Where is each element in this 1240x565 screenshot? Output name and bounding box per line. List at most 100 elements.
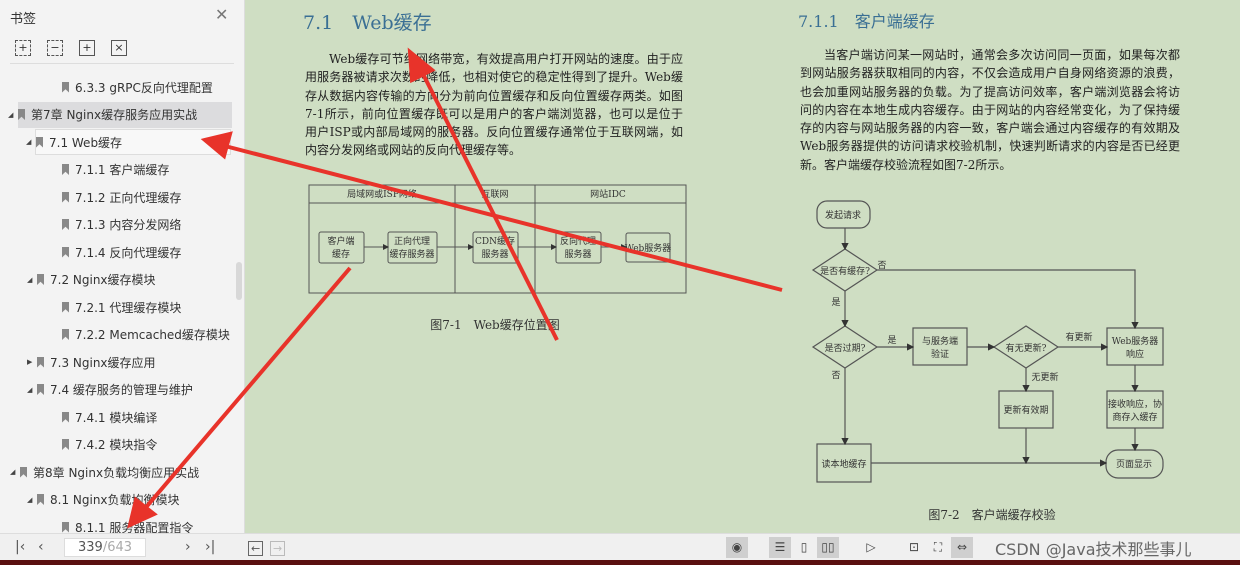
close-icon[interactable]: ✕ xyxy=(215,5,229,24)
bookmark-panel: 书签 ✕ + − + × 6.3.3 gRPC反向代理配置 ◢ 第7章 Nginx缓… xyxy=(0,0,245,535)
figure-caption: 图7-1 Web缓存位置图 xyxy=(430,317,559,332)
flow-label: 是 xyxy=(831,297,840,308)
bookmark-item[interactable]: ◢7.2 Nginx缓存模块 xyxy=(0,267,156,293)
bookmark-panel-title: 书签 xyxy=(10,12,37,27)
expand-toggle-icon[interactable]: ◢ xyxy=(27,385,33,394)
node-label: 正向代理 xyxy=(394,235,430,247)
bookmark-icon xyxy=(37,384,44,395)
bookmark-icon xyxy=(62,81,69,93)
expand-toggle-icon[interactable]: ▶ xyxy=(27,358,33,366)
bookmark-label: 7.1.3 内容分发网络 xyxy=(75,218,182,232)
bookmark-item[interactable]: ◢7.1 Web缓存 xyxy=(26,129,231,155)
bookmark-icon xyxy=(62,411,69,423)
bookmark-label: 6.3.3 gRPC反向代理配置 xyxy=(75,80,213,95)
bookmark-item[interactable]: ◢第8章 Nginx负载均衡应用实战 xyxy=(0,459,199,485)
double-page-icon[interactable]: ▯▯ xyxy=(817,537,839,558)
scrollbar[interactable] xyxy=(236,262,242,300)
taskbar-strip xyxy=(0,560,1240,565)
bookmark-label: 7.2.2 Memcached缓存模块 xyxy=(75,328,230,342)
bookmark-icon xyxy=(37,274,44,285)
prev-page-button[interactable]: ‹ xyxy=(38,539,44,555)
bookmark-icon xyxy=(18,109,25,120)
zone-label: 局域网或ISP网络 xyxy=(347,188,417,200)
watermark: CSDN @Java技术那些事儿 xyxy=(995,540,1192,559)
single-page-icon[interactable]: ▯ xyxy=(800,540,808,554)
bookmark-icon xyxy=(36,136,43,148)
bookmark-icon xyxy=(62,329,69,340)
current-page: 339 xyxy=(77,540,103,555)
remove-bookmark-icon[interactable]: × xyxy=(111,40,127,56)
bookmark-icon xyxy=(62,219,69,230)
expand-toggle-icon[interactable]: ◢ xyxy=(27,275,33,284)
node-label: 服务器 xyxy=(564,248,591,260)
divider xyxy=(10,63,234,64)
flow-label: 否 xyxy=(877,260,886,271)
next-page-button[interactable]: › xyxy=(185,539,191,555)
bookmark-item[interactable]: 7.1.4 反向代理缓存 xyxy=(0,239,181,265)
flow-label: 无更新 xyxy=(1031,371,1058,383)
expand-toggle-icon[interactable]: ◢ xyxy=(10,468,16,476)
node-label: CDN缓存 xyxy=(475,235,515,247)
bookmark-item[interactable]: ◢ 8.1 Nginx负载均衡模块 xyxy=(0,487,180,513)
first-page-button[interactable]: |‹ xyxy=(15,539,26,555)
expand-all-icon[interactable]: + xyxy=(15,40,31,56)
back-button[interactable]: ← xyxy=(248,541,264,556)
bookmark-item[interactable]: 7.4.1 模块编译 xyxy=(0,404,157,430)
bookmark-label: 8.1 Nginx负载均衡模块 xyxy=(50,493,180,507)
last-page-button[interactable]: ›| xyxy=(205,539,216,555)
flow-node: 商存入缓存 xyxy=(1112,411,1157,423)
bookmark-icon xyxy=(37,494,44,505)
bookmark-item[interactable]: 7.1.1 客户端缓存 xyxy=(0,157,169,183)
bookmark-toolbar: + − + × xyxy=(15,40,127,56)
bookmark-icon xyxy=(62,521,69,533)
bookmark-label: 7.4.2 模块指令 xyxy=(75,438,158,452)
node-label: 反向代理 xyxy=(560,235,596,247)
actual-size-icon[interactable]: ⊡ xyxy=(908,540,920,554)
node-label: Web服务器 xyxy=(625,242,672,254)
node-label: 服务器 xyxy=(481,248,508,260)
continuous-page-icon[interactable]: ☰ xyxy=(769,537,791,558)
bookmark-item[interactable]: 7.4.2 模块指令 xyxy=(0,432,157,458)
flow-node: 是否过期? xyxy=(825,342,866,354)
fit-page-icon[interactable]: ⛶ xyxy=(933,540,943,554)
node-label: 客户端 xyxy=(327,235,354,247)
page-number-input[interactable]: 339/643 xyxy=(64,538,146,557)
add-bookmark-icon[interactable]: + xyxy=(79,40,95,56)
expand-toggle-icon[interactable]: ◢ xyxy=(26,138,32,146)
flow-label: 是 xyxy=(887,335,896,346)
bookmark-label: 7.4 缓存服务的管理与维护 xyxy=(50,383,193,397)
total-pages: /643 xyxy=(102,540,133,555)
paragraph-client-cache: 当客户端访问某一网站时，通常会多次访问同一页面，如果每次都到网站服务器获取相同的… xyxy=(800,48,1180,172)
bookmark-item[interactable]: 6.3.3 gRPC反向代理配置 xyxy=(0,74,213,100)
flow-node: 读本地缓存 xyxy=(821,458,866,470)
bookmark-item[interactable]: ▶ 7.3 Nginx缓存应用 xyxy=(0,349,156,375)
expand-toggle-icon[interactable]: ◢ xyxy=(27,495,33,504)
play-icon[interactable]: ▷ xyxy=(866,540,876,554)
bookmark-item[interactable]: 7.2.1 代理缓存模块 xyxy=(0,294,181,320)
bookmark-item[interactable]: ◢ 7.4 缓存服务的管理与维护 xyxy=(0,377,193,403)
collapse-all-icon[interactable]: − xyxy=(47,40,63,56)
bookmark-icon xyxy=(20,466,27,478)
zone-label: 互联网 xyxy=(481,189,508,200)
eye-protect-icon[interactable]: ◉ xyxy=(726,537,748,558)
flow-label: 有更新 xyxy=(1065,331,1092,343)
bookmark-label: 7.3 Nginx缓存应用 xyxy=(50,355,156,370)
flow-node: 接收响应，协 xyxy=(1108,398,1162,410)
bookmark-icon xyxy=(62,439,69,450)
flow-label: 否 xyxy=(831,370,840,381)
fit-width-icon[interactable]: ⇔ xyxy=(951,537,973,558)
bookmark-label: 7.1.2 正向代理缓存 xyxy=(75,190,182,205)
bookmark-label: 第7章 Nginx缓存服务应用实战 xyxy=(31,108,198,122)
bottom-toolbar: |‹ ‹ 339/643 › ›| ← → ◉ ☰ ▯ ▯▯ ▷ ⊡ ⛶ ⇔ C… xyxy=(0,533,1240,560)
bookmark-item[interactable]: ◢ 第7章 Nginx缓存服务应用实战 xyxy=(8,101,232,128)
bookmark-icon xyxy=(37,356,44,368)
flow-node: 有无更新? xyxy=(1006,342,1047,354)
document-view: 7.1 Web缓存 Web缓存可节约网络带宽，有效提高用户打开网站的速度。由于应… xyxy=(246,0,1240,533)
figure-7-2 xyxy=(811,200,1164,483)
expand-toggle-icon[interactable]: ◢ xyxy=(8,110,14,119)
bookmark-item[interactable]: 7.2.2 Memcached缓存模块 xyxy=(0,322,230,348)
zone-label: 网站IDC xyxy=(590,188,626,200)
bookmark-item[interactable]: 7.1.2 正向代理缓存 xyxy=(0,184,181,210)
forward-button[interactable]: → xyxy=(270,541,286,556)
bookmark-item[interactable]: 7.1.3 内容分发网络 xyxy=(0,212,181,238)
